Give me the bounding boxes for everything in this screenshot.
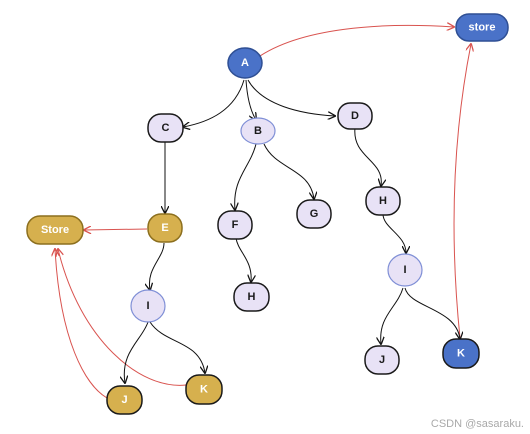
node-h-mid-label: H (248, 291, 256, 303)
edge-a-to-d (247, 79, 335, 116)
node-k-right: K (442, 338, 480, 369)
node-store-top: store (455, 13, 509, 42)
node-j-right: J (364, 345, 400, 375)
edge-k-to-store (453, 44, 471, 339)
node-f-label: F (232, 219, 239, 231)
node-k-left-label: K (200, 384, 208, 396)
watermark: CSDN @sasaraku. (430, 418, 524, 430)
edge-a-to-c (183, 79, 245, 127)
edge-e-to-store-left (84, 229, 148, 230)
edge-k-left-to-store-left (58, 249, 187, 386)
nodes: A store C B D Store E F (26, 13, 509, 415)
node-b: B (240, 117, 276, 145)
node-c: C (147, 113, 184, 143)
node-k-left: K (185, 374, 223, 405)
node-store-top-label: store (469, 22, 496, 34)
node-i-left: I (130, 289, 166, 323)
node-d-label: D (351, 110, 359, 122)
node-b-label: B (254, 125, 262, 137)
node-a-label: A (241, 57, 249, 69)
node-e-label: E (161, 222, 168, 234)
node-k-right-label: K (457, 348, 465, 360)
node-e: E (147, 213, 183, 243)
node-store-left-label: Store (41, 224, 69, 236)
node-i-right-label: I (403, 264, 406, 276)
node-j-left-label: J (121, 394, 127, 406)
edge-a-to-store (256, 25, 454, 59)
node-h-right-label: H (379, 195, 387, 207)
red-edges (55, 25, 471, 399)
node-h-mid: H (233, 282, 270, 312)
node-c-label: C (162, 122, 170, 134)
edge-i-right-to-j (381, 287, 404, 344)
node-i-left-label: I (146, 300, 149, 312)
edge-i-to-k (149, 321, 205, 373)
edge-i-to-j (124, 321, 149, 383)
edge-e-to-i (149, 242, 165, 290)
node-d: D (337, 102, 373, 130)
edge-a-to-b (245, 79, 256, 120)
node-i-right: I (387, 253, 423, 287)
node-store-left: Store (26, 215, 84, 245)
edge-f-to-h (235, 237, 251, 282)
edge-d-to-h (354, 127, 382, 186)
black-edges (124, 79, 460, 383)
node-a: A (227, 47, 263, 79)
node-h-right: H (365, 186, 401, 216)
node-j-right-label: J (379, 354, 385, 366)
node-j-left: J (106, 385, 143, 415)
edge-b-to-f (235, 143, 257, 210)
node-f: F (217, 210, 253, 240)
edge-j-to-store-left (55, 249, 108, 399)
node-g-label: G (310, 208, 319, 220)
node-g: G (296, 199, 332, 229)
edge-h-to-i (382, 213, 406, 253)
edge-i-right-to-k (404, 287, 460, 339)
edge-b-to-g (263, 143, 314, 199)
